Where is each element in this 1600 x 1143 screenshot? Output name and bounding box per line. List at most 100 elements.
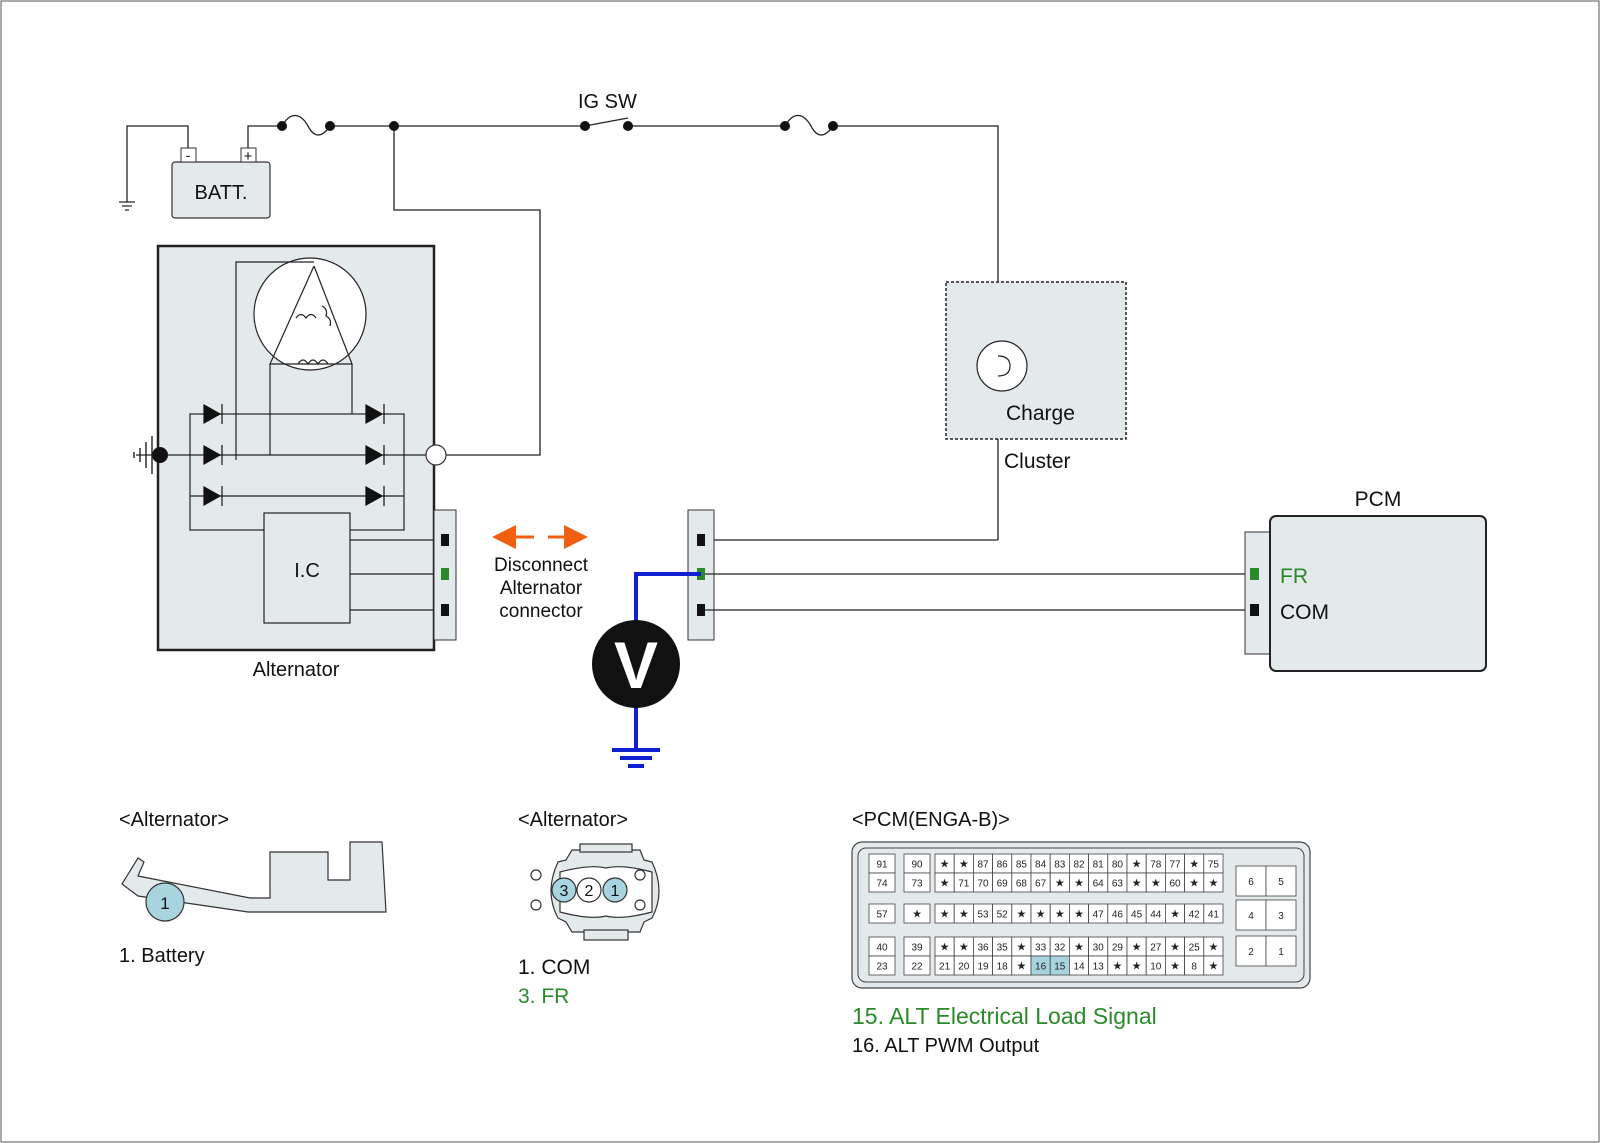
- pcm-pin-47: 47: [1093, 910, 1105, 921]
- pcm-pin-4: 4: [1248, 911, 1254, 922]
- pcm-connector-title: <PCM(ENGA-B)>: [852, 809, 1010, 831]
- pcm-label: PCM: [1355, 488, 1402, 511]
- charge-label: Charge: [1006, 402, 1075, 425]
- pcm-pin-32: 32: [1054, 943, 1066, 954]
- signal-wires: [705, 573, 1250, 611]
- pcm-pin-blank: ★: [940, 908, 950, 921]
- voltmeter-label: V: [614, 628, 658, 702]
- pcm-pin-blank: ★: [912, 908, 922, 921]
- pcm-pin-1: 1: [1278, 947, 1284, 958]
- pcm-pin-blank: ★: [959, 858, 969, 871]
- pcm-pin-blank: ★: [1055, 877, 1065, 890]
- pcm-pin-63: 63: [1112, 879, 1124, 890]
- pcm-pin-82: 82: [1073, 860, 1085, 871]
- battery: - + BATT.: [171, 147, 271, 219]
- pcm-pin-84: 84: [1035, 860, 1047, 871]
- pcm-com-label: COM: [1280, 601, 1329, 624]
- pcm-pin-6-cell: [1235, 865, 1267, 897]
- pcm-pin-90: 90: [911, 860, 923, 871]
- pcm-pin-23-cell: [868, 955, 896, 976]
- ground-symbol: [119, 201, 135, 211]
- pcm-pin-blank: ★: [1074, 908, 1084, 921]
- pcm-pin-18: 18: [997, 962, 1009, 973]
- pcm-pin-75: 75: [1208, 860, 1220, 871]
- pcm-pin-blank: ★: [1170, 908, 1180, 921]
- pcm-pin-40: 40: [876, 943, 888, 954]
- pcm-pin-25: 25: [1189, 943, 1201, 954]
- alt-3pin-connector-drawing: [530, 843, 660, 941]
- pcm-pin-blank: ★: [1016, 941, 1026, 954]
- battery-label: BATT.: [195, 182, 248, 204]
- pcm-pin-57-cell: [868, 903, 896, 924]
- pcm-pin-4-cell: [1235, 899, 1267, 931]
- alternator-label: Alternator: [253, 659, 340, 681]
- voltmeter-lead: [612, 572, 701, 768]
- alt-pin-3: 3: [560, 883, 569, 900]
- pcm-pin-39: 39: [911, 943, 923, 954]
- pcm-pin-legend-15: 15. ALT Electrical Load Signal: [852, 1003, 1157, 1029]
- pcm-pin-21: 21: [939, 962, 951, 973]
- cluster: Charge Cluster: [945, 281, 1127, 473]
- pcm-pin-41: 41: [1208, 910, 1220, 921]
- pcm-pin-19: 19: [977, 962, 989, 973]
- pcm-pin-10: 10: [1150, 962, 1162, 973]
- alt-3pin-connector-title: <Alternator>: [518, 809, 628, 831]
- battery-terminal-legend: 1. Battery: [119, 945, 205, 967]
- pcm-pin-86: 86: [997, 860, 1009, 871]
- pcm-pin-blank: ★: [1074, 877, 1084, 890]
- pcm-pin-60: 60: [1169, 879, 1181, 890]
- battery-terminal-drawing: 1: [121, 841, 387, 922]
- pcm-pin-blank: ★: [1016, 960, 1026, 973]
- pcm-pin-6: 6: [1248, 877, 1254, 888]
- pcm-pin-blank: ★: [1208, 941, 1218, 954]
- cluster-label: Cluster: [1004, 450, 1071, 473]
- pcm-pin-69: 69: [997, 879, 1009, 890]
- pcm-pin-87: 87: [977, 860, 989, 871]
- pcm-pin-blank: ★: [1208, 960, 1218, 973]
- pcm-pin-78: 78: [1150, 860, 1162, 871]
- diode-bridge: [203, 403, 385, 507]
- pcm-pin-91: 91: [876, 860, 888, 871]
- junction-dots: [277, 121, 838, 131]
- pcm-pin-44: 44: [1150, 910, 1162, 921]
- pcm-pin-blank: ★: [1132, 941, 1142, 954]
- b-plus-terminal: [425, 444, 447, 466]
- pcm-pin-74: 74: [876, 879, 888, 890]
- pcm-fr-label: FR: [1280, 565, 1308, 588]
- pcm-pin-77: 77: [1169, 860, 1181, 871]
- pcm-pin-35: 35: [997, 943, 1009, 954]
- alternator-ground-terminal: [152, 447, 168, 463]
- battery-terminal-pin: 1: [160, 894, 169, 913]
- pcm-pin-3-cell: [1265, 899, 1297, 931]
- disconnect-note-line-3: connector: [499, 601, 583, 622]
- pcm-pin-blank: ★: [1151, 877, 1161, 890]
- power-wiring: [126, 114, 999, 541]
- pcm-pin-41-cell: [1203, 903, 1224, 924]
- pcm-pin-blank: ★: [1132, 877, 1142, 890]
- alternator-ground-symbol: [133, 436, 153, 474]
- pcm-pin-27: 27: [1150, 943, 1162, 954]
- pcm-pin-23: 23: [876, 962, 888, 973]
- pcm-pin-5: 5: [1278, 877, 1284, 888]
- pcm-pin-2-cell: [1235, 935, 1267, 967]
- pcm-pin-42: 42: [1189, 910, 1201, 921]
- charge-lamp-icon: [976, 340, 1028, 392]
- pcm-pin-15: 15: [1054, 962, 1066, 973]
- pcm-pin-blank: ★: [959, 941, 969, 954]
- pcm-pin-81: 81: [1093, 860, 1105, 871]
- pcm-pin-36: 36: [977, 943, 989, 954]
- pcm-pin-22-cell: [903, 955, 931, 976]
- pcm-pin-57: 57: [876, 910, 888, 921]
- pcm-pin-67: 67: [1035, 879, 1047, 890]
- pcm-pin-68: 68: [1016, 879, 1028, 890]
- pcm-module: PCM FR COM: [1244, 488, 1487, 672]
- pcm-pin-16: 16: [1035, 962, 1047, 973]
- pcm-pin-45: 45: [1131, 910, 1143, 921]
- pcm-pin-blank: ★: [1132, 960, 1142, 973]
- battery-positive-label: +: [244, 148, 253, 165]
- pcm-pin-blank: ★: [1132, 858, 1142, 871]
- pcm-pin-blank: ★: [940, 877, 950, 890]
- pcm-pin-13: 13: [1093, 962, 1105, 973]
